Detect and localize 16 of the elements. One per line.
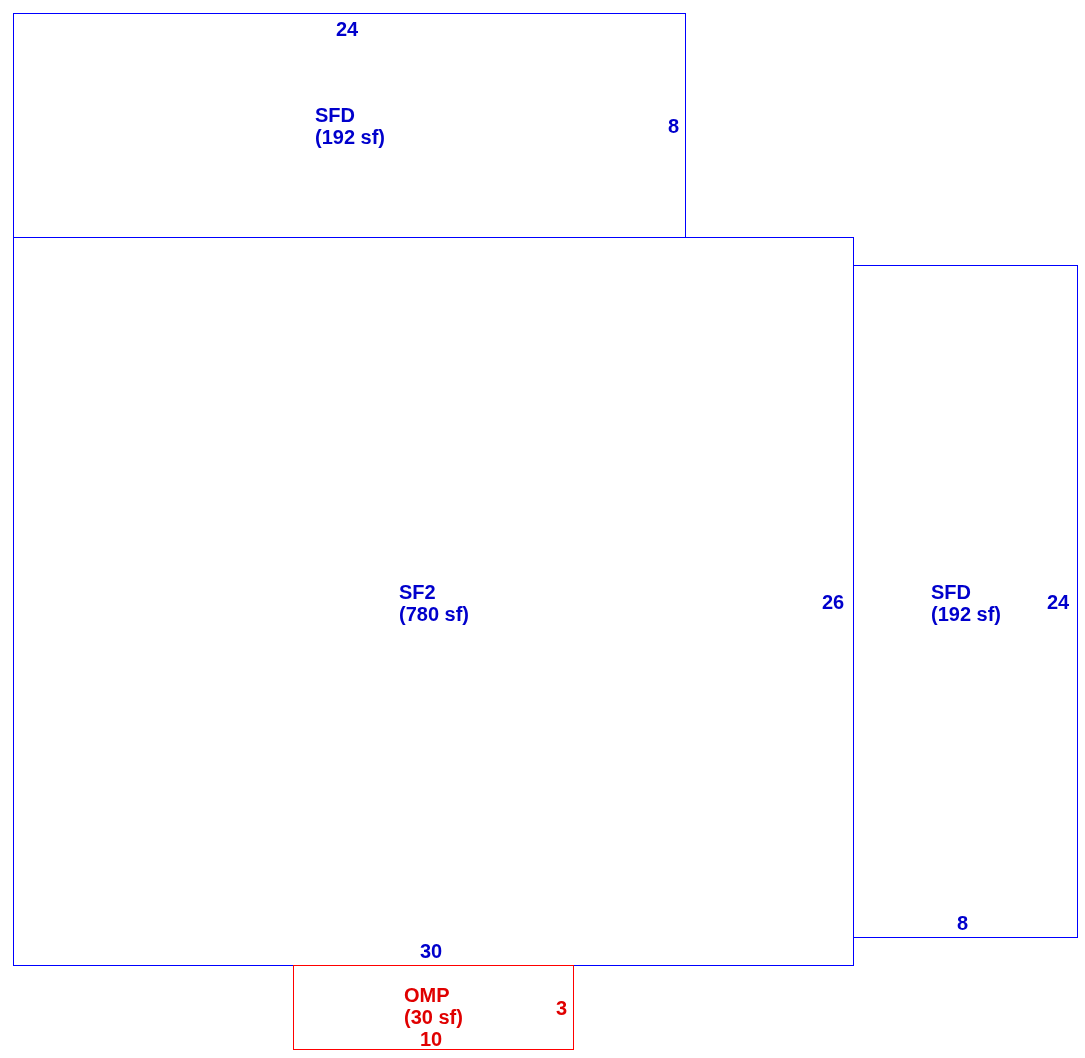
dimension-label: 26 — [822, 590, 845, 614]
dimension-label: 30 — [420, 939, 443, 963]
room-label: OMP (30 sf) — [404, 984, 464, 1028]
dimension-label: 3 — [556, 996, 568, 1020]
room-label: SFD (192 sf) — [315, 104, 387, 148]
dimension-label: 24 — [1047, 590, 1070, 614]
dimension-label: 8 — [957, 911, 969, 935]
dimension-label: 24 — [336, 17, 359, 41]
room-outline — [13, 237, 854, 966]
room-outline — [853, 265, 1078, 938]
room-outline — [293, 965, 574, 1050]
dimension-label: 10 — [420, 1028, 443, 1051]
room-label: SFD (192 sf) — [931, 581, 1003, 625]
room-label: SF2 (780 sf) — [399, 581, 471, 625]
room-outline — [13, 13, 686, 238]
dimension-label: 8 — [668, 114, 680, 138]
